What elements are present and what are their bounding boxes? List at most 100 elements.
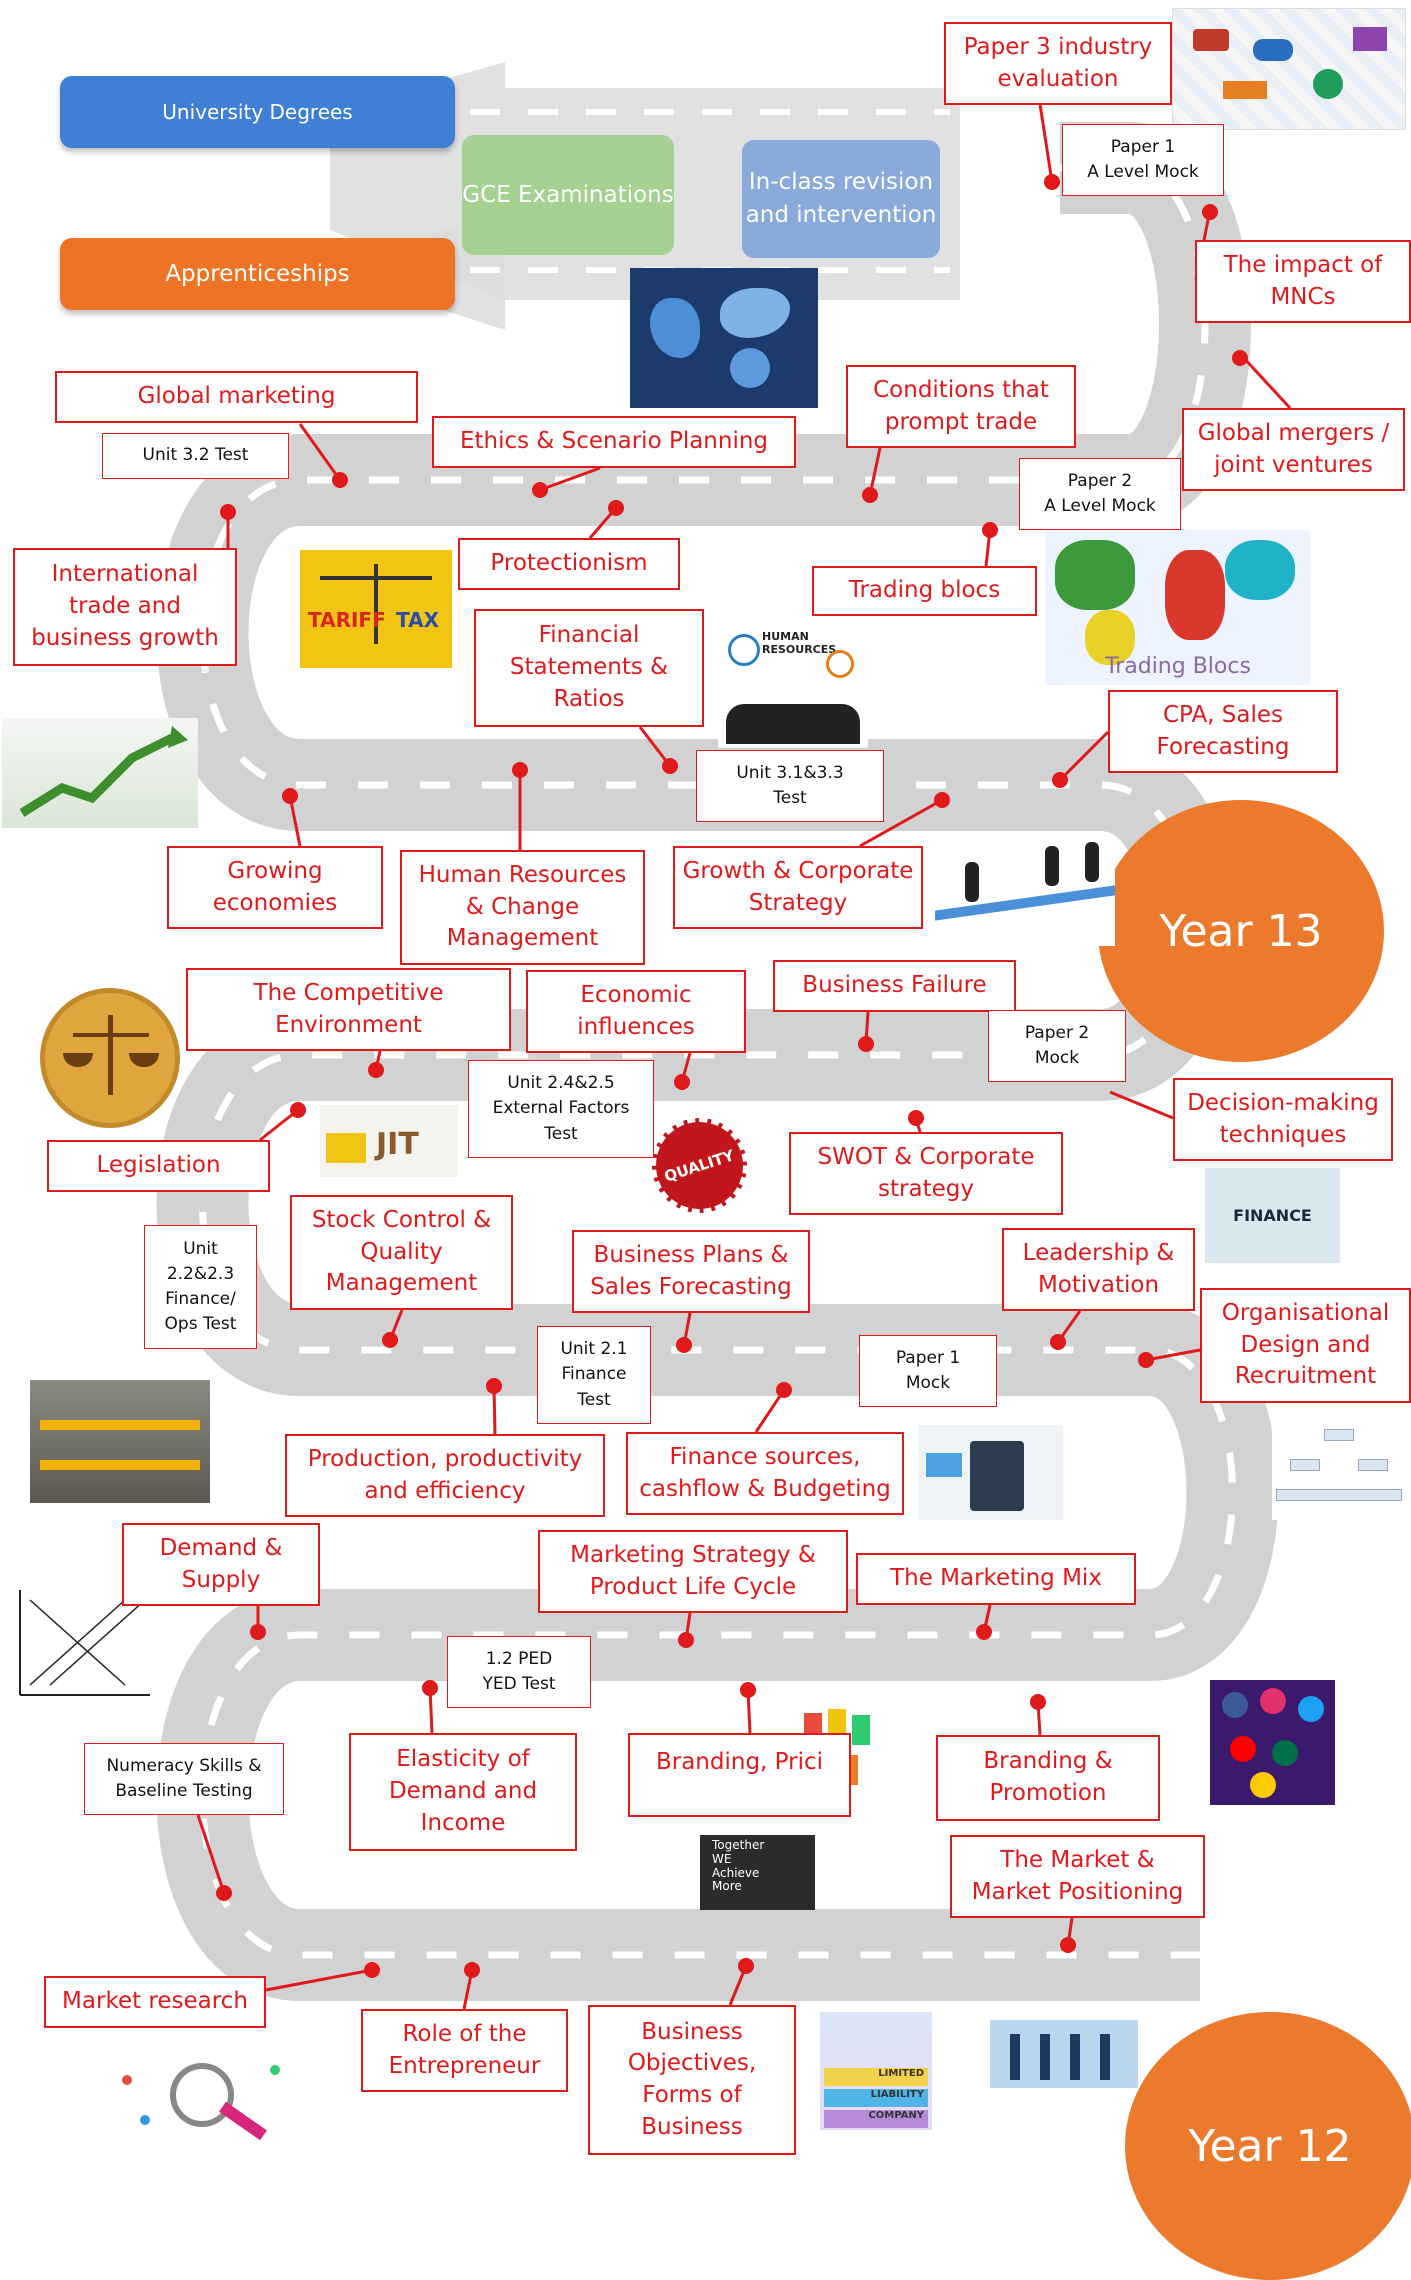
jit-forklift-image: JIT	[320, 1105, 458, 1177]
milestone-dot-14	[368, 1062, 384, 1078]
topic-trading-blocs: Trading blocs	[812, 566, 1037, 616]
topic-growth-corporate-strategy: Growth & Corporate Strategy	[673, 846, 923, 929]
milestone-dot-16	[858, 1036, 874, 1052]
topic-swot-corporate-strategy: SWOT & Corporate strategy	[789, 1132, 1063, 1215]
connector-line-9	[638, 726, 672, 767]
milestone-dot-29	[740, 1682, 756, 1698]
topic-decision-making: Decision-making techniques	[1173, 1078, 1393, 1161]
test-unit-2-2-2-3: Unit 2.2&2.3 Finance/ Ops Test	[144, 1225, 257, 1349]
topic-business-failure: Business Failure	[773, 960, 1016, 1012]
teamwork-chalkboard-image: Together WE Achieve More	[700, 1835, 815, 1910]
connector-line-5	[298, 423, 342, 481]
milestone-dot-13	[934, 792, 950, 808]
milestone-dot-5	[332, 472, 348, 488]
topic-elasticity-demand-income: Elasticity of Demand and Income	[349, 1733, 577, 1851]
test-paper1-mock: Paper 1 Mock	[859, 1335, 997, 1407]
milestone-dot-17	[290, 1102, 306, 1118]
supply-demand-icon	[19, 1590, 150, 1696]
legislation-scales-image	[40, 988, 180, 1128]
milestone-dot-22	[1138, 1352, 1154, 1368]
limited-liability-image: LIMITED LIABILITY COMPANY	[820, 2012, 932, 2130]
test-unit-3-1-3-3: Unit 3.1&3.3 Test	[696, 750, 884, 822]
milestone-dot-1	[1202, 204, 1218, 220]
milestone-dot-32	[1060, 1937, 1076, 1953]
topic-marketing-mix: The Marketing Mix	[856, 1553, 1136, 1605]
social-media-logos-image	[1210, 1680, 1335, 1805]
connector-line-10	[1058, 730, 1110, 782]
milestone-dot-21	[1050, 1334, 1066, 1350]
growth-arrow-icon	[19, 726, 188, 817]
milestone-dot-34	[464, 1962, 480, 1978]
milestone-dot-27	[976, 1624, 992, 1640]
finance-words-image: FINANCE	[1205, 1168, 1340, 1263]
market-research-image	[110, 2045, 305, 2155]
test-paper2-alevel-mock: Paper 2 A Level Mock	[1019, 458, 1181, 530]
calculator-budget-image	[918, 1425, 1063, 1520]
topic-production-productivity: Production, productivity and efficiency	[285, 1434, 605, 1517]
org-chart-image	[1272, 1425, 1404, 1520]
topic-legislation: Legislation	[47, 1140, 270, 1192]
year-12-marker: Year 12	[1125, 2012, 1411, 2280]
brand-logos-collage-image	[1172, 8, 1406, 130]
topic-impact-of-mncs: The impact of MNCs	[1195, 240, 1411, 323]
connector-line-4	[539, 466, 601, 492]
business-race-image	[935, 838, 1115, 946]
connector-line-33	[196, 1814, 226, 1894]
topic-branding-promotion: Branding & Promotion	[936, 1735, 1160, 1821]
milestone-dot-6	[220, 504, 236, 520]
topic-stock-control-quality: Stock Control & Quality Management	[290, 1195, 513, 1310]
milestone-dot-7	[608, 500, 624, 516]
milestone-dot-15	[674, 1074, 690, 1090]
connector-line-2	[1240, 354, 1292, 410]
milestone-dot-23	[486, 1378, 502, 1394]
milestone-dot-24	[776, 1382, 792, 1398]
milestone-dot-10	[1052, 772, 1068, 788]
milestone-dot-28	[422, 1680, 438, 1696]
topic-business-plans-sales-forecasting: Business Plans & Sales Forecasting	[572, 1230, 810, 1313]
gce-examinations-pill: GCE Examinations	[462, 135, 674, 255]
milestone-dot-20	[676, 1337, 692, 1353]
topic-growing-economies: Growing economies	[167, 846, 383, 929]
year-13-marker: Year 13	[1098, 800, 1384, 1062]
topic-conditions-that-prompt-trade: Conditions that prompt trade	[846, 365, 1076, 448]
topic-ethics-scenario-planning: Ethics & Scenario Planning	[432, 416, 796, 468]
topic-demand-supply: Demand & Supply	[122, 1523, 320, 1606]
entrepreneurs-image	[990, 2020, 1138, 2088]
milestone-dot-2	[1232, 350, 1248, 366]
connector-line-25	[492, 1385, 497, 1435]
topic-economic-influences: Economic influences	[526, 970, 746, 1053]
topic-global-marketing: Global marketing	[55, 371, 418, 423]
milestone-dot-18	[908, 1110, 924, 1126]
topic-paper3-industry-evaluation: Paper 3 industry evaluation	[944, 22, 1172, 105]
milestone-dots	[216, 174, 1248, 1978]
connector-line-11	[288, 795, 302, 847]
connector-line-3	[868, 447, 882, 496]
milestone-dot-8	[982, 522, 998, 538]
topic-cpa-sales-forecasting: CPA, Sales Forecasting	[1108, 690, 1338, 773]
milestone-dot-35	[738, 1958, 754, 1974]
topic-business-objectives: Business Objectives, Forms of Business	[588, 2005, 796, 2155]
milestone-dot-33	[364, 1962, 380, 1978]
topic-financial-statements: Financial Statements & Ratios	[474, 609, 704, 727]
topic-leadership-motivation: Leadership & Motivation	[1002, 1228, 1195, 1311]
test-numeracy-baseline: Numeracy Skills & Baseline Testing	[84, 1743, 284, 1815]
connector-line-0	[1038, 103, 1054, 183]
milestone-dot-3	[862, 487, 878, 503]
connector-line-24	[1145, 1348, 1201, 1362]
topic-organisational-design: Organisational Design and Recruitment	[1200, 1288, 1411, 1403]
milestone-dot-30	[1030, 1694, 1046, 1710]
world-map-image	[630, 268, 818, 408]
topic-international-trade: International trade and business growth	[13, 548, 237, 666]
topic-market-positioning: The Market & Market Positioning	[950, 1835, 1205, 1918]
topic-finance-sources-cashflow: Finance sources, cashflow & Budgeting	[626, 1432, 904, 1515]
topic-marketing-strategy-plc: Marketing Strategy & Product Life Cycle	[538, 1530, 848, 1613]
milestone-dot-25	[250, 1624, 266, 1640]
tariff-tax-scale-image: TARIFF TAX	[300, 550, 452, 668]
milestone-dot-26	[678, 1632, 694, 1648]
trading-blocs-map-image: Trading Blocs	[1045, 530, 1310, 685]
university-degrees-pill: University Degrees	[60, 76, 455, 148]
topic-competitive-environment: The Competitive Environment	[186, 968, 511, 1051]
connector-line-18	[1109, 1090, 1174, 1120]
milestone-dot-0	[1044, 174, 1060, 190]
